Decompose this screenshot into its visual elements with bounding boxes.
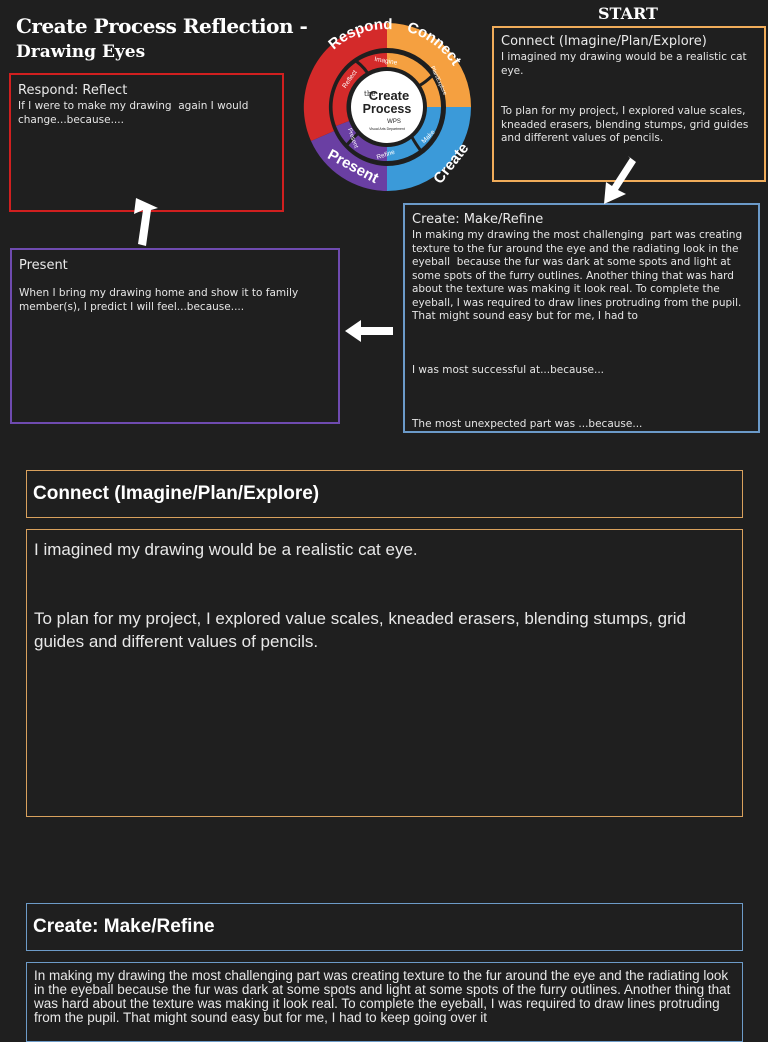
ring-respond-segment	[303, 23, 387, 141]
ring-connect-segment	[387, 23, 471, 107]
connect-section-body[interactable]: I imagined my drawing would be a realist…	[26, 529, 743, 817]
start-label: START	[598, 4, 658, 23]
inner-label-imagine: Imagine	[374, 56, 398, 67]
create-section-header: Create: Make/Refine	[26, 903, 743, 951]
inner-respond-segment	[332, 52, 387, 127]
inner-connect-segment	[387, 53, 441, 107]
connect-box[interactable]: Connect (Imagine/Plan/Explore) I imagine…	[492, 26, 766, 182]
ring-create-segment	[387, 107, 471, 191]
center-create-text: Create	[369, 88, 409, 103]
inner-present-segment	[336, 121, 387, 162]
arrow-down-left-icon	[604, 156, 636, 204]
inner-create-segment	[387, 107, 441, 161]
ring-present-segment	[311, 131, 387, 191]
create-process-cycle-logo: the Create Process WPS Visual Arts Depar…	[303, 16, 472, 191]
center-dept-text: Visual Arts Department	[369, 127, 405, 131]
present-box[interactable]: Present When I bring my drawing home and…	[10, 248, 340, 424]
arrow-up-icon	[134, 198, 158, 246]
arrow-left-icon	[345, 320, 393, 342]
center-the-text: the	[364, 90, 375, 98]
reflect-box-body: If I were to make my drawing again I wou…	[18, 100, 252, 126]
connect-box-title: Connect (Imagine/Plan/Explore)	[501, 34, 707, 49]
create-section-body[interactable]: In making my drawing the most challengin…	[26, 962, 743, 1042]
create-box[interactable]: Create: Make/Refine In making my drawing…	[403, 203, 760, 433]
slide-title: Create Process Reflection -	[16, 14, 308, 38]
connect-box-body: I imagined my drawing would be a realist…	[501, 51, 749, 144]
reflect-box-title: Respond: Reflect	[18, 83, 128, 98]
reflect-box[interactable]: Respond: Reflect If I were to make my dr…	[9, 73, 284, 212]
create-box-body: In making my drawing the most challengin…	[412, 229, 743, 430]
connect-section-header: Connect (Imagine/Plan/Explore)	[26, 470, 743, 518]
create-box-title: Create: Make/Refine	[412, 212, 544, 227]
present-box-body: When I bring my drawing home and show it…	[19, 287, 302, 313]
center-process-text: Process	[363, 102, 412, 116]
present-box-title: Present	[19, 258, 68, 273]
center-wps-text: WPS	[387, 119, 401, 125]
slide-subtitle: Drawing Eyes	[16, 42, 146, 62]
